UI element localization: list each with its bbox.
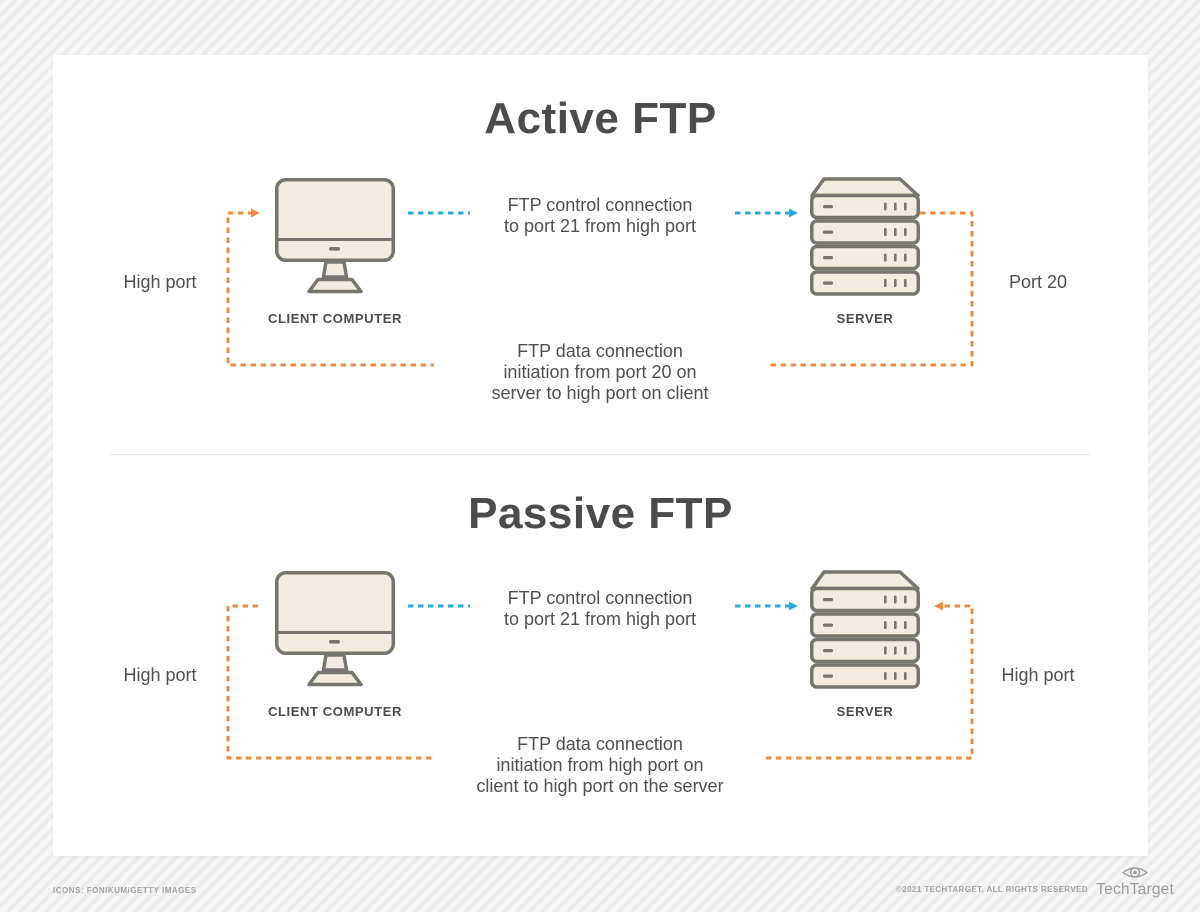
client-computer-icon	[275, 571, 395, 689]
control-connection-caption: FTP control connection to port 21 from h…	[440, 195, 760, 237]
techtarget-logo: TechTarget	[1096, 864, 1174, 899]
data-connection-caption: FTP data connection initiation from high…	[434, 732, 766, 799]
copyright-text: ©2021 TECHTARGET. ALL RIGHTS RESERVED	[896, 885, 1088, 894]
techtarget-wordmark: TechTarget	[1096, 881, 1174, 898]
client-computer-icon	[275, 178, 395, 296]
client-computer-label: CLIENT COMPUTER	[268, 704, 402, 719]
caption-line: initiation from port 20 on	[503, 362, 697, 382]
caption-line: server to high port on client	[491, 383, 709, 403]
server-port-label: Port 20	[1008, 272, 1068, 292]
caption-line: FTP data connection	[517, 734, 683, 754]
caption-line: to port 21 from high port	[503, 216, 697, 236]
passive-ftp-title: Passive FTP	[468, 489, 733, 538]
data-connection-caption: FTP data connection initiation from port…	[434, 339, 766, 406]
server-label: SERVER	[836, 311, 894, 326]
server-icon	[810, 177, 920, 299]
section-divider	[110, 454, 1090, 455]
server-label: SERVER	[836, 704, 894, 719]
active-ftp-title: Active FTP	[484, 94, 717, 143]
caption-line: FTP control connection	[507, 195, 693, 215]
client-port-label: High port	[123, 272, 197, 292]
server-port-label: High port	[1001, 665, 1075, 685]
techtarget-eye-icon	[1121, 867, 1149, 878]
client-port-label: High port	[123, 665, 197, 685]
control-connection-caption: FTP control connection to port 21 from h…	[440, 588, 760, 630]
caption-line: to port 21 from high port	[503, 609, 697, 629]
server-icon	[810, 570, 920, 692]
client-computer-label: CLIENT COMPUTER	[268, 311, 402, 326]
caption-line: FTP data connection	[517, 341, 683, 361]
infographic-card: Active FTP CLIENT COMPUTER SERVER High p…	[53, 55, 1148, 856]
caption-line: client to high port on the server	[476, 776, 724, 796]
icon-credits-text: ICONS: FONIKUM/GETTY IMAGES	[53, 886, 197, 895]
caption-line: FTP control connection	[507, 588, 693, 608]
caption-line: initiation from high port on	[496, 755, 704, 775]
